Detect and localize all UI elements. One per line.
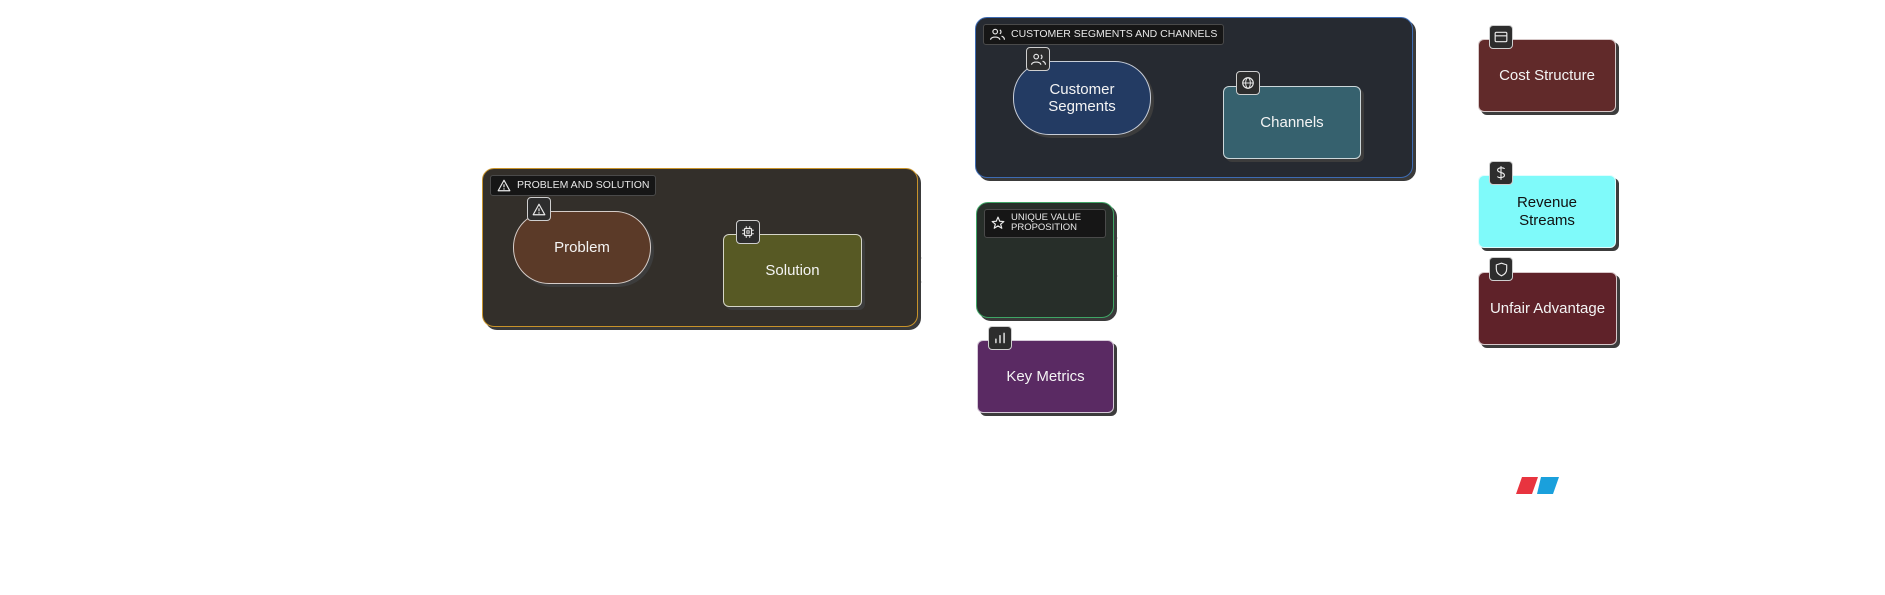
brand-logo-icon [1516, 477, 1559, 494]
dollar-icon [1489, 161, 1513, 185]
node-key-metrics[interactable]: Key Metrics [977, 340, 1114, 413]
group-label-customer-segments: CUSTOMER SEGMENTS AND CHANNELS [983, 24, 1225, 45]
group-title: CUSTOMER SEGMENTS AND CHANNELS [1011, 27, 1218, 40]
globe-icon [1236, 71, 1260, 95]
node-unfair-advantage[interactable]: Unfair Advantage [1478, 272, 1617, 345]
users-icon [1026, 47, 1050, 71]
group-label-unique-value-proposition: UNIQUE VALUE PROPOSITION [984, 209, 1106, 238]
shield-icon [1489, 257, 1513, 281]
warning-icon [497, 179, 511, 192]
node-label: Channels [1260, 113, 1324, 131]
node-label: Problem [554, 238, 610, 256]
group-unique-value-proposition: UNIQUE VALUE PROPOSITION [976, 202, 1114, 318]
node-solution[interactable]: Solution [723, 234, 862, 307]
node-label: Key Metrics [1006, 367, 1085, 385]
node-problem[interactable]: Problem [513, 211, 651, 284]
group-title: UNIQUE VALUE PROPOSITION [1011, 212, 1082, 234]
node-channels[interactable]: Channels [1223, 86, 1361, 159]
node-revenue-streams[interactable]: Revenue Streams [1478, 175, 1616, 248]
warning-icon [527, 197, 551, 221]
node-label: Unfair Advantage [1489, 299, 1606, 317]
group-label-problem-and-solution: PROBLEM AND SOLUTION [490, 175, 657, 196]
node-label: Customer Segments [1048, 80, 1116, 115]
users-icon [990, 28, 1005, 40]
node-label: Solution [765, 261, 820, 279]
credit-card-icon [1489, 25, 1513, 49]
star-icon [991, 217, 1005, 230]
node-cost-structure[interactable]: Cost Structure [1478, 39, 1616, 112]
node-label: Revenue Streams [1516, 194, 1578, 229]
group-title: PROBLEM AND SOLUTION [517, 178, 650, 191]
node-customer-segments[interactable]: Customer Segments [1013, 61, 1151, 135]
node-label: Cost Structure [1499, 66, 1595, 84]
cpu-chip-icon [736, 220, 760, 244]
bar-chart-icon [988, 326, 1012, 350]
